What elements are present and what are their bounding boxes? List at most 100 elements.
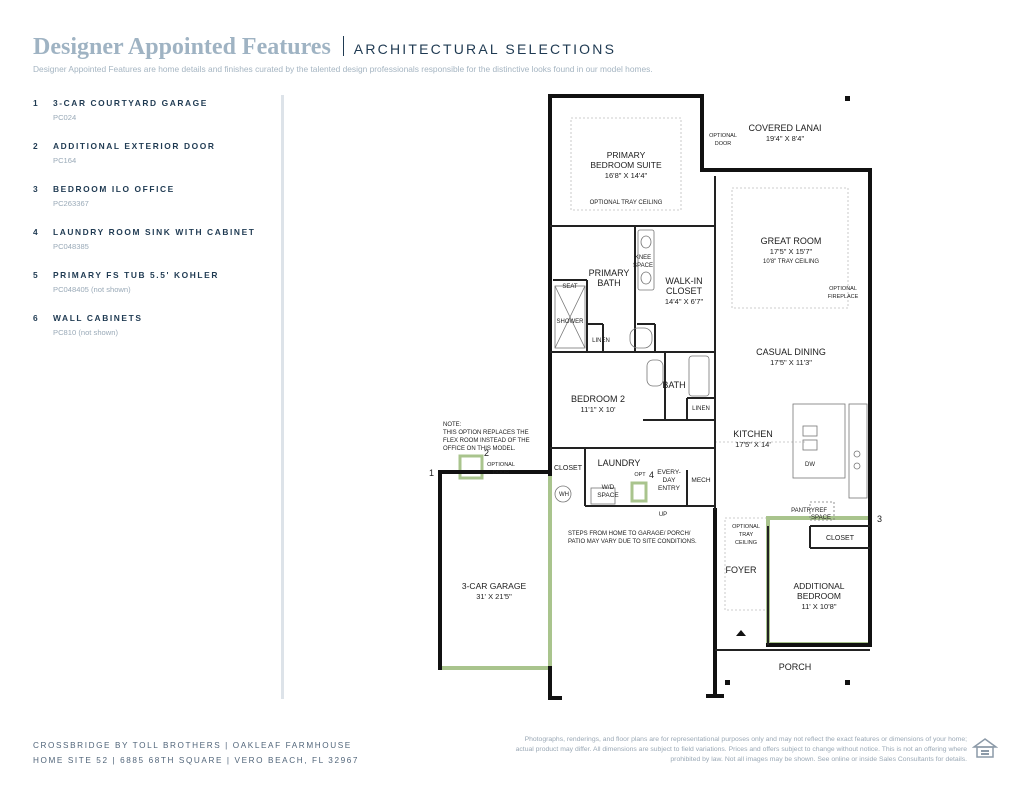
great-room-dim: 17'5" X 15'7" — [770, 247, 813, 256]
wd-space-name1: W/D — [602, 484, 615, 491]
marker-3: 3 — [877, 514, 882, 524]
entry-arrow-icon — [736, 630, 746, 636]
note-line-1: THIS OPTION REPLACES THE — [443, 430, 529, 436]
steps-note-1: STEPS FROM HOME TO GARAGE/ PORCH/ — [568, 531, 691, 537]
casual-dining-name: CASUAL DINING — [756, 347, 826, 357]
feature-name: 3-CAR COURTYARD GARAGE — [53, 98, 208, 108]
lanai-dim: 19'4" X 8'4" — [766, 134, 805, 143]
toilet-icon — [646, 359, 664, 387]
footer-line-2: HOME SITE 52 | 6885 68TH SQUARE | VERO B… — [33, 756, 360, 765]
optional-fireplace-label: OPTIONAL — [829, 286, 857, 292]
primary-bath-name2: BATH — [597, 278, 620, 288]
optional-door-label-3: OPTIONAL — [487, 462, 515, 468]
up-label: UP — [659, 512, 667, 518]
steps-note-2: PATIO MAY VARY DUE TO SITE CONDITIONS. — [568, 539, 697, 545]
bath-name: BATH — [662, 380, 685, 390]
plan-notes: NOTE: THIS OPTION REPLACES THE FLEX ROOM… — [443, 422, 697, 545]
feature-item: 5 PRIMARY FS TUB 5.5' KOHLER PC048405 (no… — [33, 270, 273, 294]
feature-number: 2 — [33, 141, 40, 151]
footer-disclaimer: Photographs, renderings, and floor plans… — [515, 736, 967, 763]
marker-1: 1 — [429, 468, 434, 478]
optional-tray-label-2: TRAY — [739, 532, 754, 538]
laundry-closet-name: CLOSET — [554, 465, 583, 472]
feature-code: PC048405 (not shown) — [53, 285, 131, 294]
marker-4: 4 — [649, 470, 654, 480]
optional-door-label-2: DOOR — [715, 141, 732, 147]
tray-ceiling-outline — [570, 117, 682, 211]
opt-label: OPT — [634, 472, 646, 478]
laundry-sink-highlight — [630, 481, 648, 503]
header: Designer Appointed Features ARCHITECTURAL… — [33, 34, 616, 61]
feature-number: 3 — [33, 184, 40, 194]
optional-labels: OPTIONAL DOOR OPTIONAL FIREPLACE OPTIONA… — [487, 133, 859, 546]
optional-tray-label: OPTIONAL — [732, 524, 760, 530]
feature-item: 4 LAUNDRY ROOM SINK WITH CABINET PC048385 — [33, 227, 273, 251]
porch-name: PORCH — [779, 662, 812, 672]
primary-bath-name1: PRIMARY — [589, 268, 630, 278]
washer-dryer — [590, 487, 616, 505]
linen-label-2: LINEN — [692, 406, 710, 412]
garage-dim: 31' X 21'5" — [476, 592, 512, 601]
feature-name: PRIMARY FS TUB 5.5' KOHLER — [53, 270, 219, 280]
shower-label: SHOWER — [557, 319, 585, 325]
primary-suite-name1: PRIMARY — [607, 150, 646, 160]
add-bedroom-dim: 11' X 10'8" — [802, 602, 837, 611]
page-subtitle: ARCHITECTURAL SELECTIONS — [353, 41, 617, 57]
garage-highlight — [438, 470, 552, 670]
feature-number: 5 — [33, 270, 40, 280]
great-room-name: GREAT ROOM — [761, 236, 822, 246]
lanai-name: COVERED LANAI — [748, 123, 821, 133]
bedroom-closet-name: CLOSET — [826, 535, 855, 542]
primary-suite-name2: BEDROOM SUITE — [590, 160, 662, 170]
optional-outlines — [570, 117, 849, 611]
toilet-icon — [629, 327, 653, 349]
laundry-name: LAUNDRY — [598, 458, 641, 468]
ref-space-label: SPACE — [811, 515, 831, 521]
walkin-closet-dim: 14'4" X 6'7" — [665, 297, 704, 306]
sink-icon — [640, 271, 652, 285]
burner-icon — [853, 462, 861, 470]
post — [845, 680, 850, 685]
sink-icon — [802, 439, 818, 451]
wh-label: WH — [559, 492, 569, 498]
feature-code: PC263367 — [53, 199, 89, 208]
feature-number: 1 — [33, 98, 40, 108]
primary-suite-note: OPTIONAL TRAY CEILING — [590, 200, 663, 206]
primary-suite-dim: 16'8" X 14'4" — [605, 171, 648, 180]
feature-number: 6 — [33, 313, 40, 323]
feature-code: PC048385 — [53, 242, 89, 251]
feature-number: 4 — [33, 227, 40, 237]
feature-name: LAUNDRY ROOM SINK WITH CABINET — [53, 227, 256, 237]
ref-space — [809, 501, 835, 521]
interior-walls — [550, 176, 870, 651]
entry-name2: DAY — [663, 477, 677, 484]
entry-name3: ENTRY — [658, 485, 681, 492]
kitchen-dim: 17'5" X 14' — [735, 440, 771, 449]
optional-tray-label-3: CEILING — [735, 540, 757, 546]
note-heading: NOTE: — [443, 422, 462, 428]
post — [845, 96, 850, 101]
note-line-2: FLEX ROOM INSTEAD OF THE — [443, 438, 530, 444]
note-line-3: OFFICE ON THIS MODEL. — [443, 446, 516, 452]
optional-door-label-4: DOOR — [493, 470, 510, 476]
walkin-closet-name2: CLOSET — [666, 286, 703, 296]
add-bedroom-name2: BEDROOM — [797, 591, 841, 601]
bathtub-icon — [688, 355, 710, 397]
sink-icon — [640, 235, 652, 249]
sidebar-divider — [281, 95, 284, 699]
equal-housing-icon — [972, 738, 998, 758]
footer-address: CROSSBRIDGE BY TOLL BROTHERS | OAKLEAF F… — [33, 738, 359, 768]
page-title: Designer Appointed Features — [33, 34, 331, 60]
knee-space-label: SPACE — [633, 263, 653, 269]
feature-code: PC810 (not shown) — [53, 328, 119, 337]
intro-text: Designer Appointed Features are home det… — [33, 64, 653, 74]
great-room-note: 10'8" TRAY CEILING — [763, 259, 819, 265]
shower-diagonal — [554, 285, 586, 349]
burner-icon — [853, 450, 861, 458]
seat-label: SEAT — [562, 284, 578, 290]
marker-2: 2 — [484, 448, 489, 458]
